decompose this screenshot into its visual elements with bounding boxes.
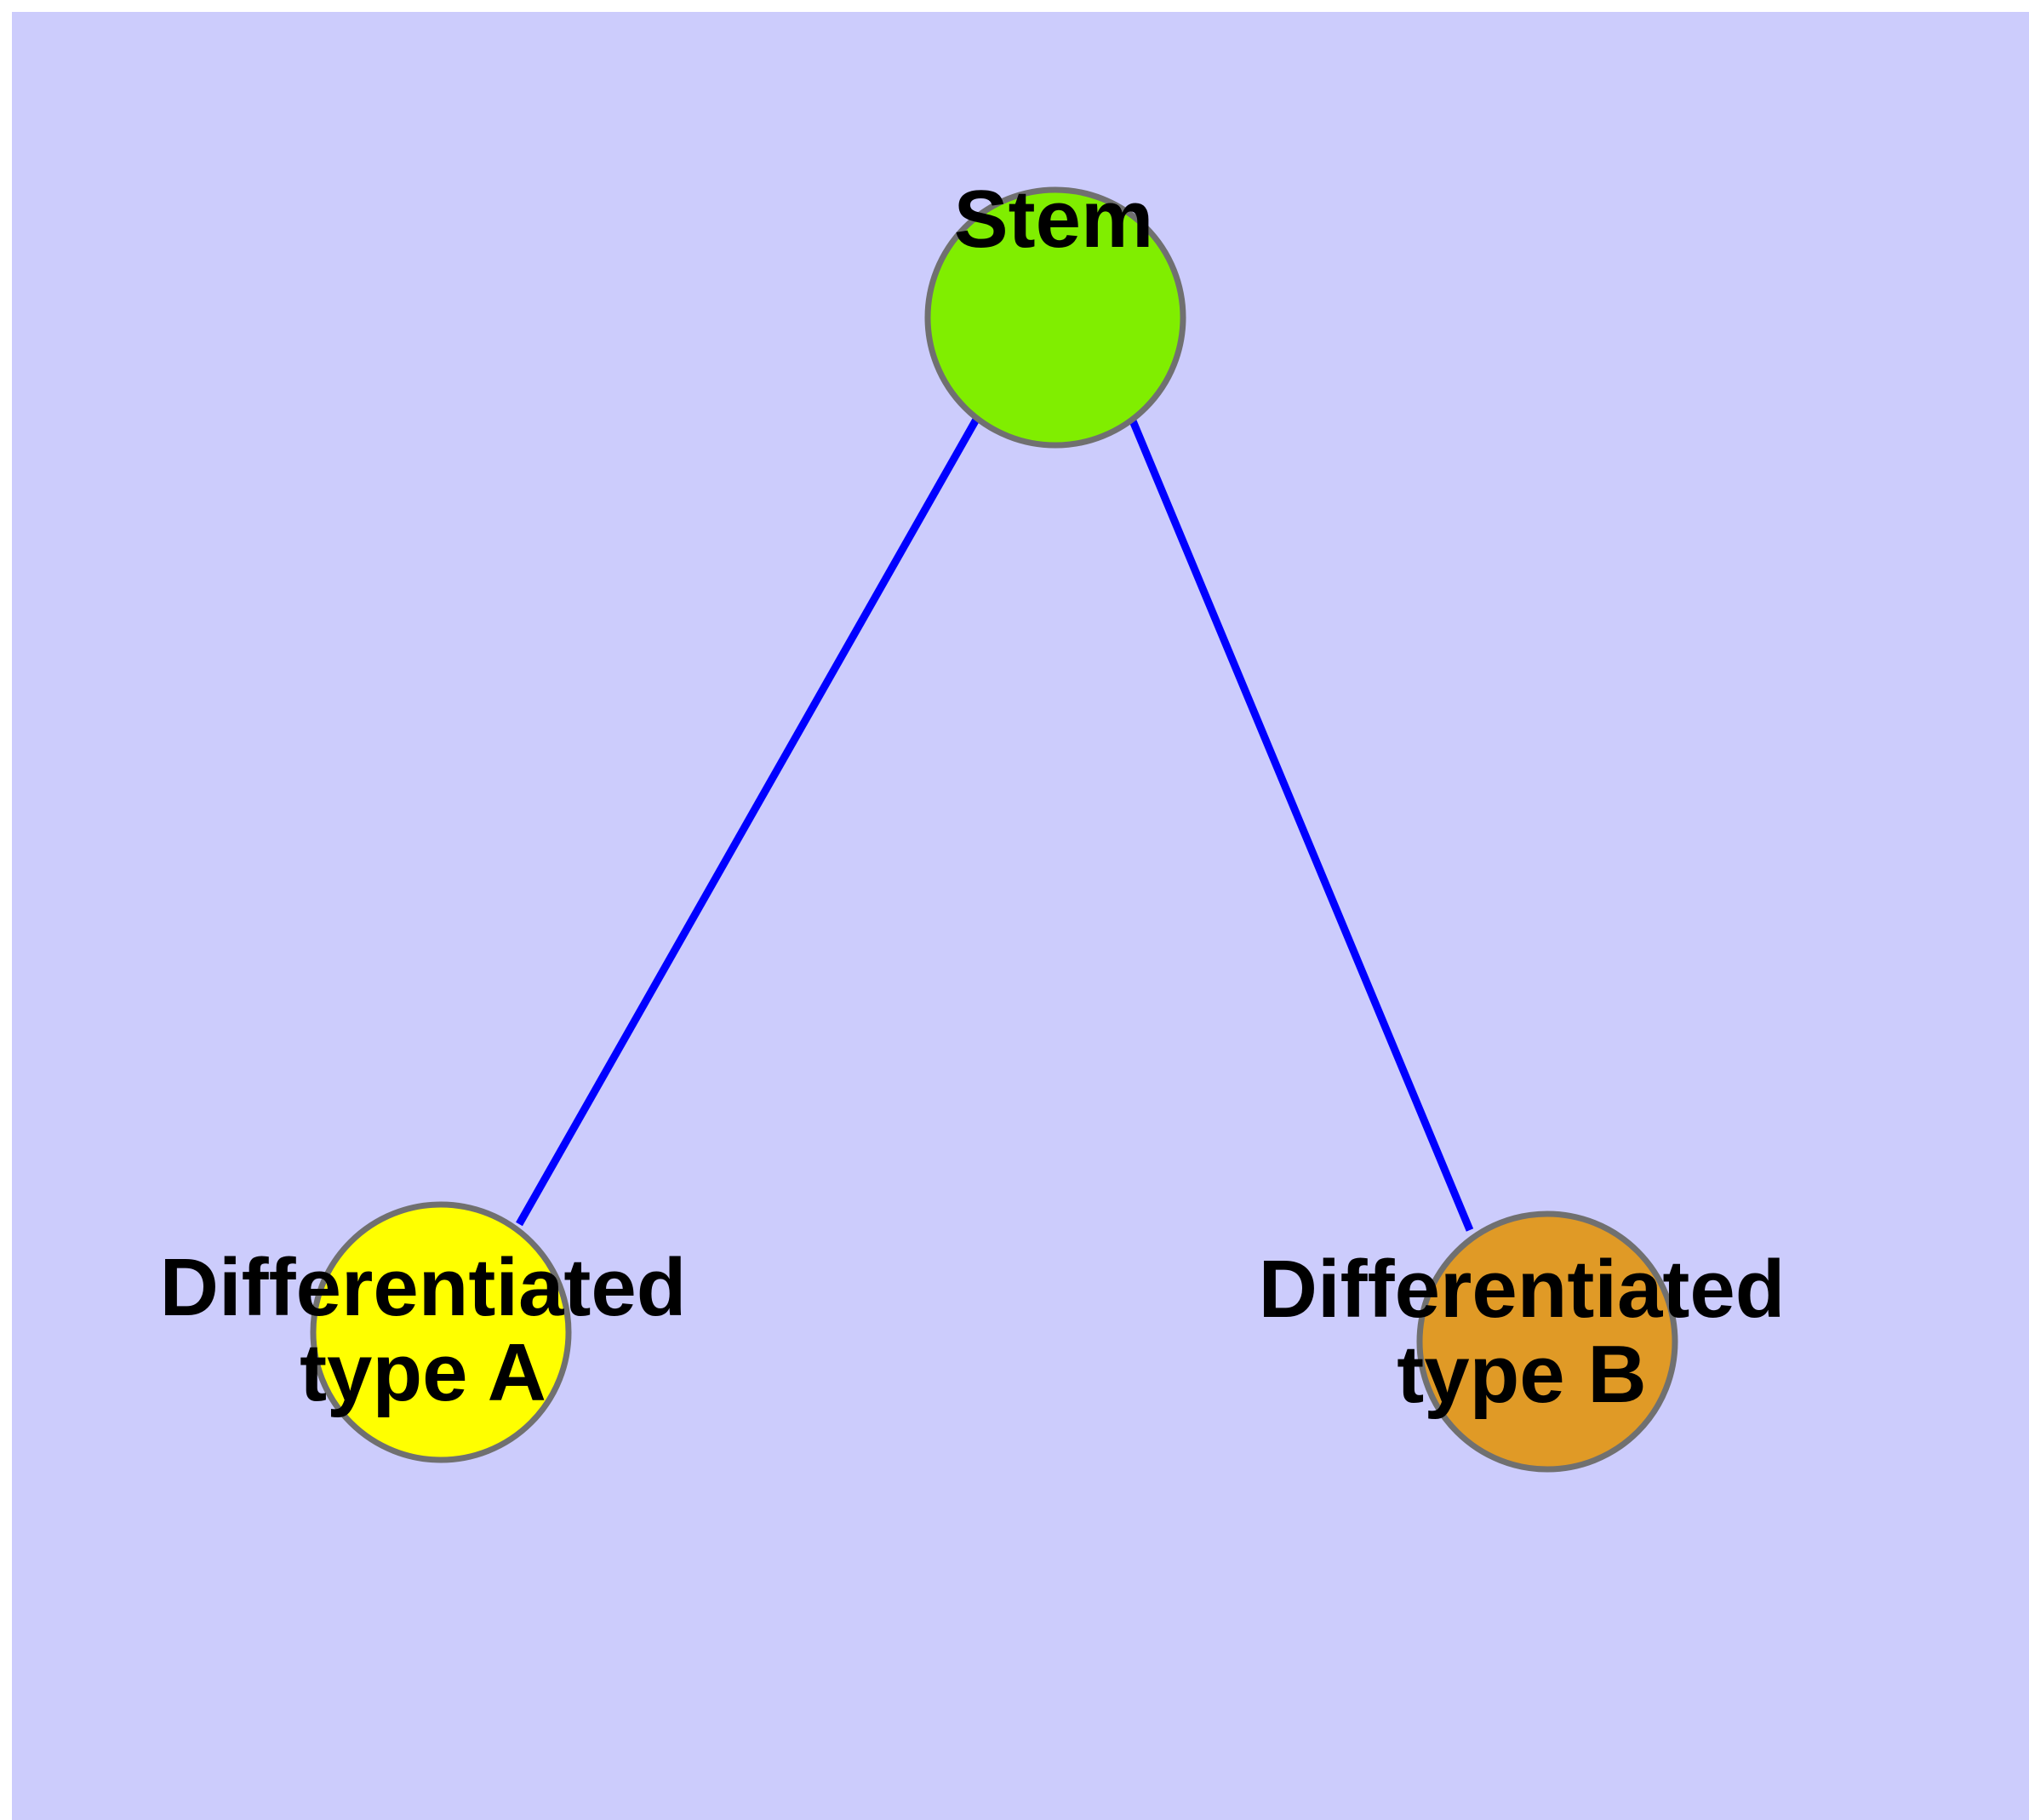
- node-label-stem: Stem: [954, 174, 1154, 265]
- node-differentiated-type-a[interactable]: [310, 1201, 572, 1463]
- edge-stem-to-differentiated-type-b[interactable]: [1128, 417, 1474, 1232]
- node-stem[interactable]: [924, 186, 1186, 449]
- node-label-differentiated-type-a-line2: type A: [300, 1327, 546, 1418]
- node-label-differentiated-type-b-line2: type B: [1397, 1329, 1646, 1420]
- node-differentiated-type-b[interactable]: [1416, 1210, 1678, 1473]
- node-label-differentiated-type-b-line1: Differentiated: [1259, 1244, 1786, 1335]
- edge-group: [516, 415, 1474, 1232]
- label-group: Stem Differentiated type A Differentiate…: [160, 174, 1786, 1420]
- edge-stem-to-differentiated-type-a[interactable]: [516, 415, 980, 1227]
- node-label-differentiated-type-a-line1: Differentiated: [160, 1242, 687, 1333]
- node-group: [310, 186, 1678, 1473]
